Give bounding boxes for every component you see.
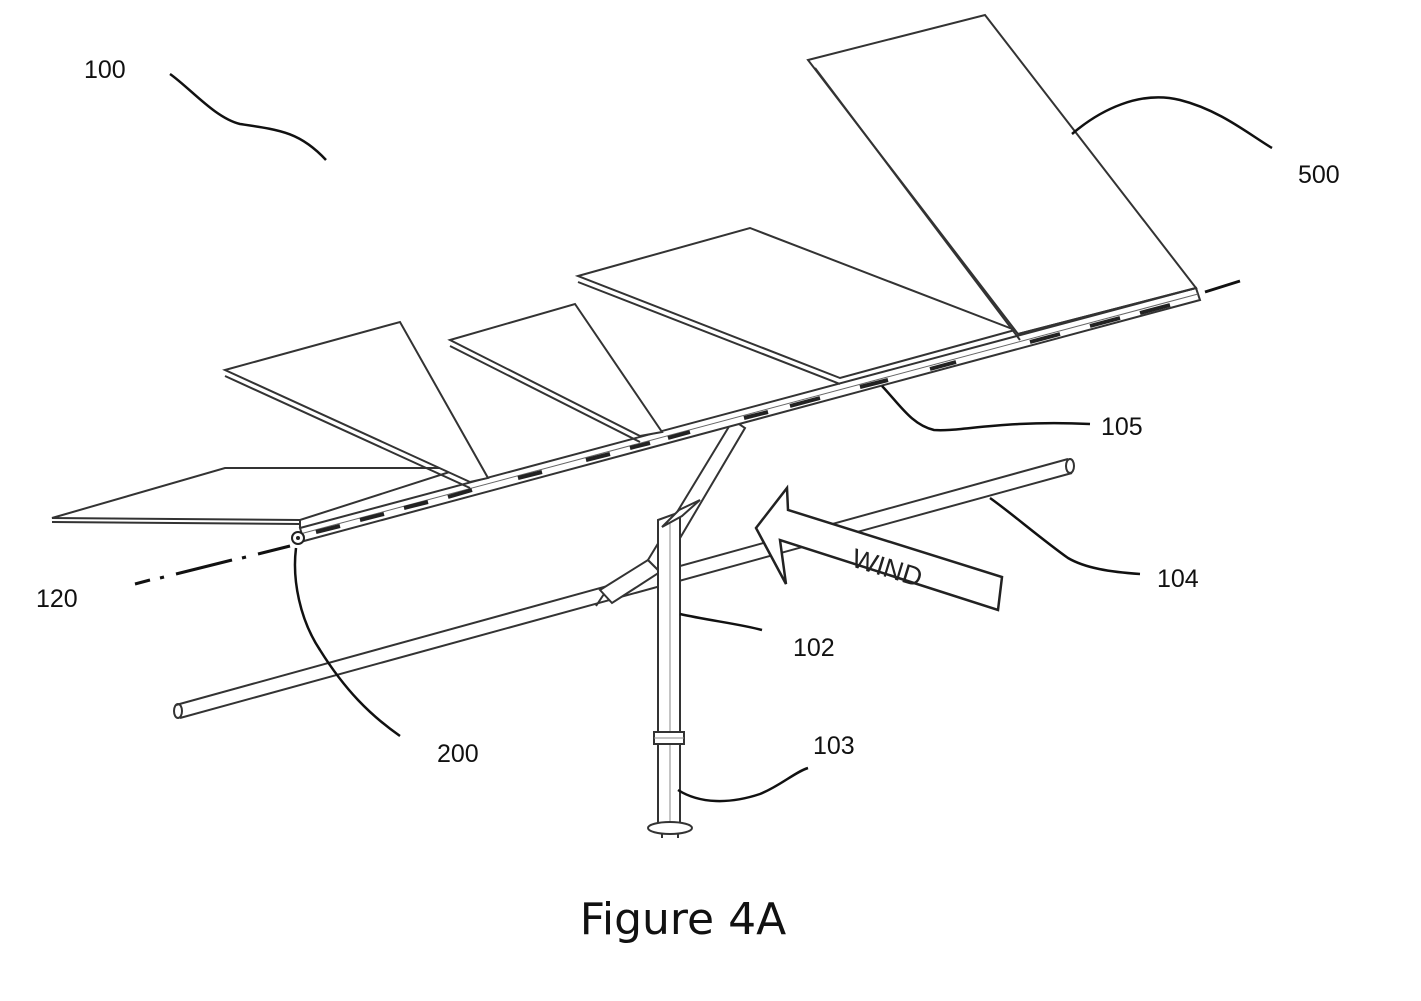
ref-500: 500 [1298, 163, 1340, 188]
post-base [648, 822, 692, 838]
ref-120: 120 [36, 587, 78, 612]
ref-200: 200 [437, 742, 479, 767]
figure-caption: Figure 4A [0, 898, 1366, 942]
ref-104: 104 [1157, 567, 1199, 592]
ref-102: 102 [793, 636, 835, 661]
leader-103 [678, 768, 808, 801]
panel-3 [450, 304, 662, 442]
leader-100 [170, 74, 326, 160]
leader-104 [990, 498, 1140, 574]
ref-105: 105 [1101, 415, 1143, 440]
panel-2 [225, 322, 488, 488]
panel-1 [52, 468, 462, 528]
leader-102 [680, 614, 762, 630]
ref-103: 103 [813, 734, 855, 759]
post [654, 500, 700, 830]
leader-105 [882, 386, 1090, 430]
leader-200 [295, 548, 400, 736]
leader-500 [1072, 97, 1272, 148]
ref-100: 100 [84, 58, 126, 83]
